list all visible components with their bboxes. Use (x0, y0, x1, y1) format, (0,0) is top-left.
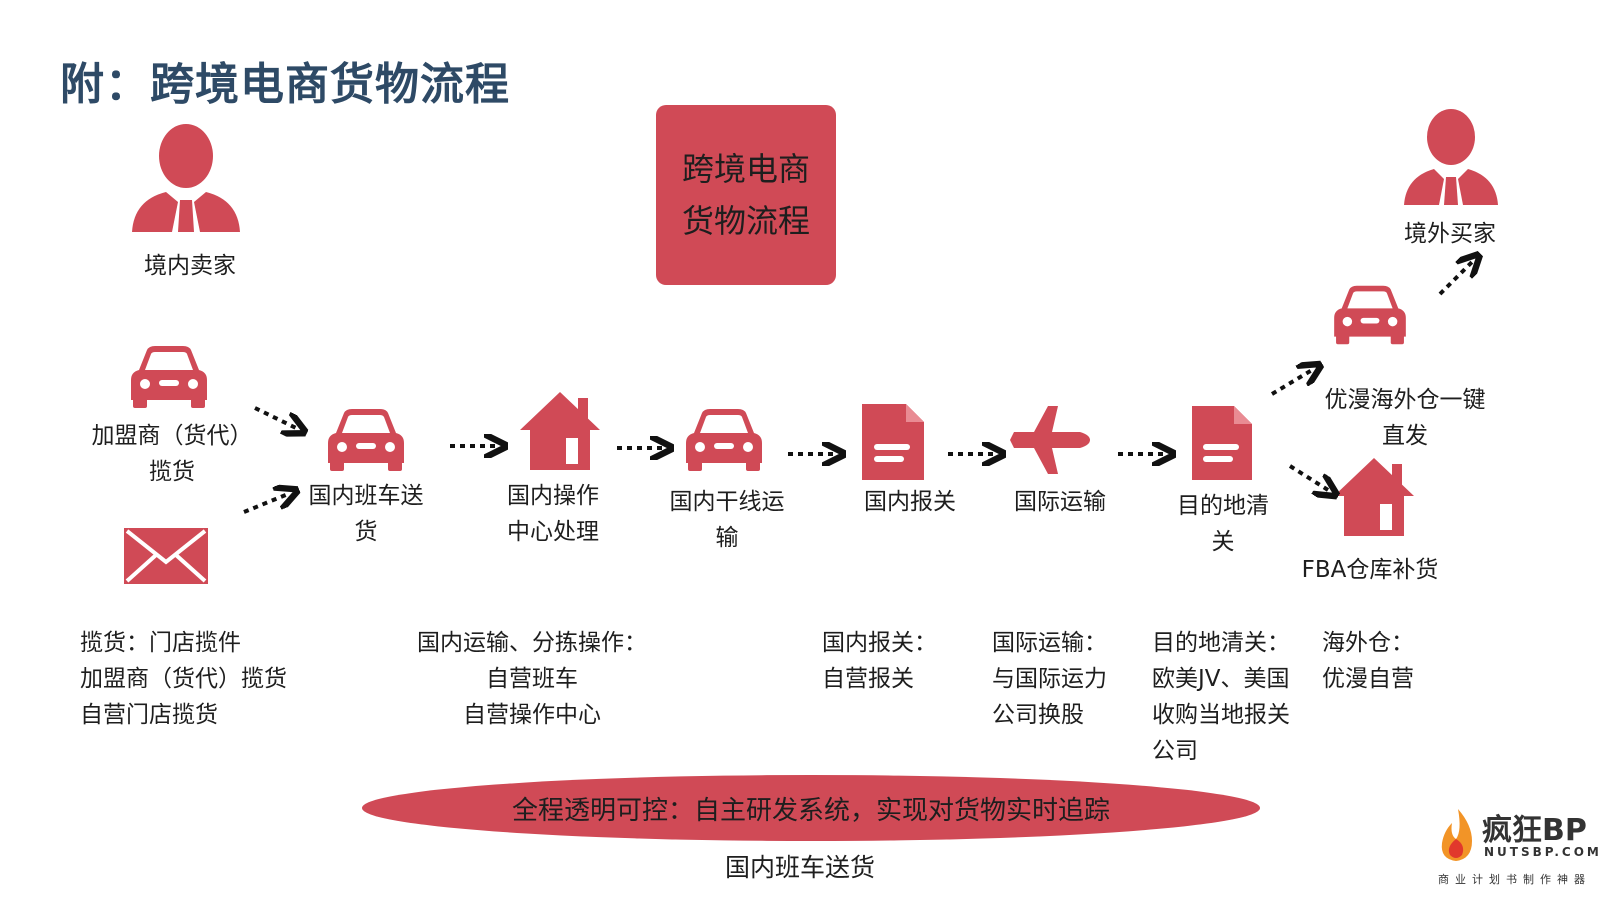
note-clearance-line: 欧美JV、美国 (1152, 666, 1290, 692)
note-international-line: 国际运输： (992, 630, 1107, 656)
node-domestic-trunk: 国内干线运 输 (652, 484, 802, 556)
arrow (243, 494, 288, 514)
center-title-line1: 跨境电商 (681, 150, 810, 188)
node-domestic-shuttle: 国内班车送 货 (296, 478, 436, 550)
tracking-banner: 全程透明可控：自主研发系统，实现对货物实时追踪 (362, 775, 1260, 841)
node-domestic-shuttle-line1: 国内班车送 (308, 483, 424, 509)
person-icon (1404, 109, 1498, 205)
arrow (1288, 464, 1328, 490)
center-title-box: 跨境电商 货物流程 (656, 105, 836, 285)
note-pickup-line: 自营门店揽货 (80, 702, 218, 728)
note-international: 国际运输： 与国际运力 公司换股 (992, 625, 1107, 733)
node-international-transport: 国际运输 (1014, 489, 1106, 515)
node-domestic-center-line2: 中心处理 (507, 519, 599, 545)
node-franchise-pickup: 加盟商（货代） 揽货 (82, 418, 262, 490)
page-title: 附：跨境电商货物流程 (60, 59, 510, 110)
note-pickup-line: 加盟商（货代）揽货 (80, 666, 287, 692)
logo-slogan: 商业计划书制作神器 (1438, 873, 1591, 886)
node-destination-clearance: 目的地清 关 (1160, 488, 1286, 560)
note-transport-line: 自营班车 (486, 666, 578, 692)
node-destination-clearance-line1: 目的地清 (1177, 493, 1269, 519)
note-warehouse: 海外仓： 优漫自营 (1322, 625, 1414, 697)
note-clearance-line: 目的地清关： (1152, 630, 1290, 656)
node-overseas-direct-line1: 优漫海外仓一键 (1324, 387, 1486, 413)
node-domestic-shuttle-line2: 货 (354, 519, 378, 545)
node-franchise-pickup-line2: 揽货 (149, 459, 195, 485)
note-customs-line: 自营报关 (822, 666, 914, 692)
person-icon (132, 124, 240, 232)
note-pickup: 揽货：门店揽件 加盟商（货代）揽货 自营门店揽货 (80, 625, 287, 733)
note-customs: 国内报关： 自营报关 (822, 625, 937, 697)
note-warehouse-line: 海外仓： (1322, 630, 1414, 656)
note-clearance-line: 收购当地报关 (1152, 702, 1290, 728)
tracking-banner-text: 全程透明可控：自主研发系统，实现对货物实时追踪 (511, 795, 1110, 826)
flame-icon (1441, 809, 1472, 861)
node-domestic-trunk-line2: 输 (715, 525, 739, 551)
document-icon (1192, 406, 1252, 480)
note-warehouse-line: 优漫自营 (1322, 666, 1414, 692)
center-title-line2: 货物流程 (681, 202, 810, 240)
note-clearance: 目的地清关： 欧美JV、美国 收购当地报关 公司 (1152, 625, 1290, 769)
node-domestic-customs: 国内报关 (864, 489, 956, 515)
note-pickup-line: 揽货：门店揽件 (80, 625, 287, 661)
arrow (1438, 262, 1472, 296)
logo-domain: NUTSBP.COM (1484, 845, 1600, 859)
note-transport: 国内运输、分拣操作： 自营班车 自营操作中心 (412, 625, 652, 733)
node-franchise-pickup-line1: 加盟商（货代） (91, 423, 253, 449)
node-overseas-direct: 优漫海外仓一键 直发 (1305, 382, 1505, 454)
arrow (1270, 370, 1312, 396)
note-customs-line: 国内报关： (822, 630, 937, 656)
logo-name: 疯狂BP (1482, 813, 1587, 848)
node-domestic-center-line1: 国内操作 (507, 483, 599, 509)
node-domestic-center: 国内操作 中心处理 (478, 478, 628, 550)
node-fba-restock: FBA仓库补货 (1301, 557, 1439, 583)
house-icon (520, 392, 600, 470)
buyer-label: 境外买家 (1404, 221, 1496, 247)
envelope-icon (124, 528, 208, 584)
note-transport-line: 国内运输、分拣操作： (417, 630, 647, 656)
node-domestic-trunk-line1: 国内干线运 (669, 489, 785, 515)
node-destination-clearance-line2: 关 (1211, 529, 1235, 555)
arrow (254, 406, 296, 428)
note-clearance-line: 公司 (1152, 738, 1198, 764)
document-icon (862, 404, 924, 480)
note-international-line: 与国际运力 (992, 666, 1107, 692)
house-icon (1334, 458, 1414, 536)
node-overseas-direct-line2: 直发 (1382, 423, 1428, 449)
seller-label: 境内卖家 (144, 253, 236, 279)
airplane-icon (1010, 406, 1090, 474)
brand-logo: 疯狂BP NUTSBP.COM 商业计划书制作神器 (1438, 805, 1599, 893)
note-pickup-store: 门店揽件 (149, 630, 241, 656)
bottom-caption: 国内班车送货 (724, 853, 875, 882)
note-transport-line: 自营操作中心 (463, 702, 601, 728)
note-international-line: 公司换股 (992, 702, 1084, 728)
note-pickup-heading: 揽货： (80, 630, 149, 656)
